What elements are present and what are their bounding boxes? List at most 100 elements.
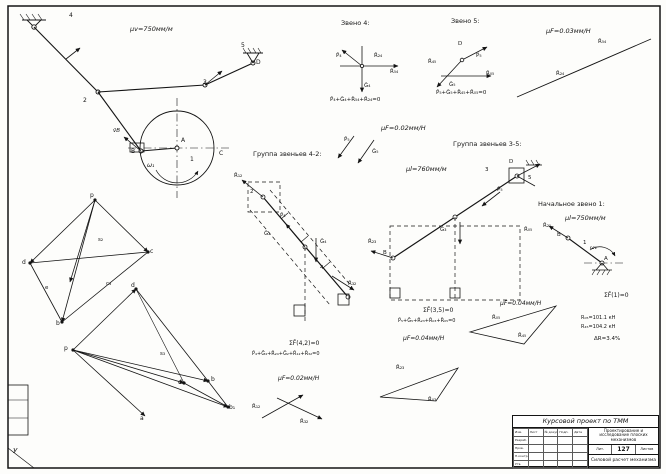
- tb-row-razrab: Разраб.: [513, 436, 529, 445]
- tb-col-list: Лист: [527, 428, 544, 437]
- zveno4-equation: P̄₄+Ḡ₄+R̄₅₄+R̄₂₄=0: [330, 97, 381, 103]
- title-block: Курсовой проект по ТММ Изм. Лист № докум…: [512, 415, 659, 469]
- omega-1-label: ω₁: [147, 162, 155, 169]
- velocity-polygon1-b: b: [56, 320, 60, 327]
- scale-force-002b: μF=0.02мм/Н: [278, 375, 320, 382]
- zveno4-title: Звено 4:: [341, 19, 370, 27]
- velocity-B-label: v̄B: [113, 128, 121, 134]
- triangle3-label-R03: R̄₀₃: [428, 397, 437, 403]
- group42-link-2: 2: [250, 189, 254, 195]
- bottomleft-force-vectors: [261, 394, 323, 420]
- velocity-polygon1-c3: c₃: [106, 281, 112, 287]
- sheet-frame: [7, 5, 661, 469]
- mechanism-scheme: [19, 13, 263, 198]
- zveno4-vector-R24: R̄₂₄: [374, 53, 383, 59]
- point-C: C: [219, 150, 224, 157]
- tb-col-data: Дата: [572, 428, 588, 437]
- zveno5-vector-R05: R̄₀₅: [486, 71, 495, 77]
- initial-link-point-A: A: [604, 256, 608, 262]
- tb-col-docnum: № докум.: [542, 428, 559, 437]
- titleblock-doc-name: Силовой расчет механизма: [590, 458, 657, 463]
- reaction-R05-value: R₀₅=101.1 кН: [581, 315, 616, 321]
- titleblock-project: Проектирование и исследование плоских ме…: [589, 428, 658, 445]
- group35-vector-P5: P̄₅: [497, 187, 503, 193]
- group35-link-5: 5: [528, 175, 532, 181]
- mid-vector-G5: Ḡ₅: [372, 149, 379, 155]
- sum-forces-4-2: ΣF̄(4,2)=0: [289, 340, 320, 347]
- bottomleft-vector-R32: R̄₃₂: [300, 419, 309, 425]
- scale-velocity: μv=750мм/м: [130, 25, 173, 33]
- group-3-5-diagram: [370, 159, 542, 301]
- group42-vector-R32: R̄₃₂: [348, 281, 357, 287]
- group35-link-3: 3: [485, 167, 489, 173]
- accel-polygon2-d: d: [131, 282, 135, 289]
- scale-length-760: μl=760мм/м: [406, 165, 447, 173]
- titleblock-left: Изм. Лист № докум. Подп. Дата Разраб. Пр…: [513, 428, 589, 469]
- accel-polygon2-p: p: [64, 345, 68, 352]
- zveno5-equation: P̄₅+Ḡ₅+R̄₄₅+R̄₀₅=0: [436, 90, 487, 96]
- tb-row-nkontr: Н.контр.: [513, 452, 529, 461]
- zveno5-title: Звено 5:: [451, 17, 480, 25]
- group-4-2-diagram: [241, 179, 355, 322]
- group35-point-B: B: [383, 250, 387, 256]
- point-D: D: [256, 59, 261, 66]
- link-number-1: 1: [190, 156, 194, 163]
- equation-3-5: P̄₅+Ḡ₅+R̄₂₃+R̄₀₃+R̄₀₅=0: [398, 318, 456, 324]
- force-polygon-link4: [516, 38, 652, 98]
- link-number-3: 3: [203, 79, 207, 86]
- scale-force-002a: μF=0.02мм/Н: [381, 124, 426, 132]
- initial-link-number-1: 1: [583, 240, 587, 246]
- point-B: B: [131, 148, 136, 155]
- group42-link-4: 4: [320, 265, 324, 271]
- tb-col-izm: Изм.: [513, 428, 529, 437]
- force-triangle-link5: [468, 305, 558, 345]
- titleblock-revision-table: Изм. Лист № докум. Подп. Дата Разраб. Пр…: [513, 428, 588, 469]
- tb-row-prov: Пров.: [513, 444, 529, 453]
- velocity-polygon1-d: d: [22, 259, 26, 266]
- zveno5-vector-R45: R̄₄₅: [428, 59, 437, 65]
- tb-sheet-number: 127: [612, 445, 636, 454]
- initial-link-vector-R21: R̄₂₁: [543, 223, 552, 229]
- accel-polygon2-a: a: [140, 415, 144, 422]
- zveno5-point-D: D: [458, 41, 463, 47]
- acceleration-polygon: [71, 287, 230, 417]
- titleblock-title: Курсовой проект по ТММ: [513, 416, 658, 428]
- group35-point-D: D: [509, 159, 514, 165]
- zveno5-vector-P5: P̄₅: [476, 53, 482, 59]
- initial-link-omega1: ω₁: [590, 245, 597, 251]
- force-triangle-group35: [379, 367, 460, 402]
- zveno4-force-diagram: [340, 46, 399, 93]
- group42-vector-G4: Ḡ₄: [320, 239, 327, 245]
- velocity-polygon: [28, 198, 150, 324]
- accel-polygon2-s3: s₃: [160, 351, 166, 357]
- accel-polygon2-b1: b₁: [229, 404, 236, 411]
- accel-polygon2-b: b: [211, 376, 215, 383]
- velocity-polygon1-s2: s₂: [98, 237, 104, 243]
- group42-vector-P4: P̄₄: [280, 213, 286, 219]
- corner-mark: У: [13, 447, 18, 455]
- reaction-R45-value: R₄₅=104.2 кН: [581, 324, 616, 330]
- group35-vector-R23: R̄₂₃: [368, 239, 377, 245]
- zveno4-vector-P4: P̄₄: [336, 53, 342, 59]
- initial-link-point-B: B: [557, 232, 561, 238]
- link-number-4: 4: [69, 12, 73, 19]
- point-A: A: [181, 137, 186, 144]
- scale-force-004b: μF=0.04мм/Н: [403, 335, 445, 342]
- velocity-polygon1-c: c: [150, 248, 154, 255]
- sum-forces-1: ΣF̄(1)=0: [604, 292, 629, 299]
- link-number-2: 2: [83, 97, 87, 104]
- zveno4-vector-R54: R̄₅₄: [390, 69, 399, 75]
- zveno5-force-diagram: [436, 46, 492, 88]
- initial-link-title: Начальное звено 1:: [538, 200, 605, 208]
- scale-length-750: μl=750мм/м: [565, 214, 606, 222]
- bottomleft-vector-R12: R̄₁₂: [252, 404, 261, 410]
- zveno4-vector-G4: Ḡ₄: [364, 83, 371, 89]
- mid-vector-P5: P̄₅: [344, 137, 350, 143]
- group42-vector-R12: R̄₁₂: [234, 173, 243, 179]
- triangle1-label-R24: R̄₂₄: [556, 71, 565, 77]
- tb-row-utv: Утв.: [513, 460, 529, 469]
- velocity-polygon1-e: e: [45, 285, 49, 291]
- triangle2-label-R05: R̄₀₅: [492, 315, 501, 321]
